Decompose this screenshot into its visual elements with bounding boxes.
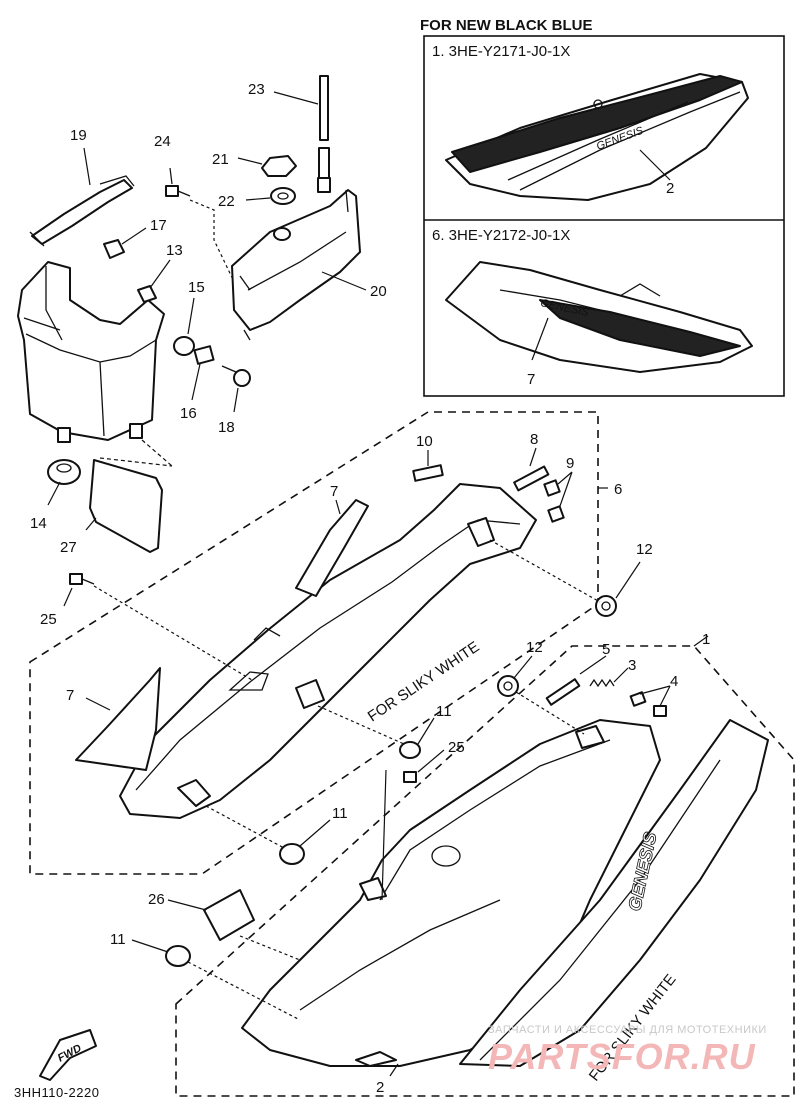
callout-26: 26 bbox=[148, 891, 165, 908]
callout-22: 22 bbox=[218, 193, 235, 210]
callout-20: 20 bbox=[370, 283, 387, 300]
callout-11-lower: 11 bbox=[332, 805, 348, 822]
inset-callout-7: 7 bbox=[527, 371, 535, 388]
bolt-25-left bbox=[69, 573, 95, 585]
grommet-12-lower bbox=[497, 675, 519, 697]
callout-5: 5 bbox=[602, 641, 610, 658]
callout-21: 21 bbox=[212, 151, 229, 168]
battery-strap bbox=[29, 175, 135, 247]
callout-11-left: 11 bbox=[110, 931, 126, 948]
callout-3: 3 bbox=[628, 657, 636, 674]
inset-variant-1: 1. 3HE-Y2171-J0-1X bbox=[432, 43, 570, 60]
callout-12-lower: 12 bbox=[526, 639, 543, 656]
callout-23: 23 bbox=[248, 81, 265, 98]
watermark-tagline: ЗАПЧАСТИ И АКСЕССУАРЫ ДЛЯ МОТОТЕХНИКИ bbox=[488, 1024, 767, 1036]
inset-panel: FOR NEW BLACK BLUE 1. 3HE-Y2171-J0-1X 6.… bbox=[420, 17, 785, 397]
decal-7-upper bbox=[75, 499, 369, 771]
breather-hose-23 bbox=[317, 75, 331, 193]
callout-10: 10 bbox=[416, 433, 433, 450]
side-cover-6 bbox=[119, 483, 537, 819]
watermark-logo: PARTSFOR.RU bbox=[488, 1036, 756, 1077]
inset-side-cover-2: GENESIS bbox=[445, 261, 753, 373]
side-cover-1 bbox=[241, 719, 661, 1067]
spring-3 bbox=[589, 678, 615, 688]
callout-16: 16 bbox=[180, 405, 197, 422]
label-26 bbox=[203, 889, 255, 941]
callout-27: 27 bbox=[60, 539, 77, 556]
battery-box-grommet-14 bbox=[47, 459, 81, 485]
damper-4 bbox=[629, 691, 667, 717]
group-1-outline bbox=[175, 645, 795, 1097]
fwd-arrow-icon: FWD bbox=[39, 1029, 97, 1081]
pin-10 bbox=[412, 464, 444, 482]
battery-box bbox=[17, 261, 165, 443]
cap-21 bbox=[261, 155, 297, 177]
callout-25-mid: 25 bbox=[448, 739, 465, 756]
callout-25-left: 25 bbox=[40, 611, 57, 628]
callout-12-upper: 12 bbox=[636, 541, 653, 558]
group-note-upper: FOR SLIKY WHITE bbox=[365, 638, 483, 725]
callout-18: 18 bbox=[218, 419, 235, 436]
callout-24: 24 bbox=[154, 133, 171, 150]
bolt-25-mid bbox=[403, 771, 417, 783]
callout-17: 17 bbox=[150, 217, 167, 234]
callout-11-mid: 11 bbox=[436, 703, 452, 720]
callout-14: 14 bbox=[30, 515, 47, 532]
grommet-11-left bbox=[165, 945, 191, 967]
callout-6: 6 bbox=[614, 481, 622, 498]
callout-4: 4 bbox=[670, 673, 678, 690]
reservoir-tank-20 bbox=[231, 189, 361, 341]
inset-variant-2: 6. 3HE-Y2172-J0-1X bbox=[432, 227, 570, 244]
callout-13: 13 bbox=[166, 242, 183, 259]
inset-frame bbox=[423, 35, 785, 397]
bracket-13 bbox=[137, 285, 157, 303]
decal-2: GENESIS bbox=[459, 719, 769, 1067]
clip-17 bbox=[103, 239, 125, 259]
callout-7-upper: 7 bbox=[330, 483, 338, 500]
rubber-sheet-27 bbox=[89, 459, 163, 553]
inset-title: FOR NEW BLACK BLUE bbox=[420, 17, 593, 34]
callout-9: 9 bbox=[566, 455, 574, 472]
callout-2: 2 bbox=[376, 1079, 384, 1096]
catalog-code: 3HH110-2220 bbox=[14, 1085, 100, 1100]
grommet-9 bbox=[543, 479, 565, 523]
grommet-12-upper bbox=[595, 595, 617, 617]
callout-1: 1 bbox=[702, 631, 710, 648]
inset-callout-2: 2 bbox=[666, 180, 674, 197]
collar-16 bbox=[193, 345, 215, 365]
washer-22 bbox=[270, 187, 296, 205]
grommet-15 bbox=[173, 336, 195, 356]
callout-8: 8 bbox=[530, 431, 538, 448]
callout-7-left: 7 bbox=[66, 687, 74, 704]
screw-5 bbox=[545, 678, 581, 706]
inset-side-cover-1: GENESIS bbox=[445, 73, 749, 201]
bolt-18 bbox=[221, 365, 251, 387]
callout-19: 19 bbox=[70, 127, 87, 144]
bolt-24 bbox=[165, 185, 191, 197]
callout-15: 15 bbox=[188, 279, 205, 296]
grommet-11-mid bbox=[279, 741, 421, 865]
pin-8 bbox=[513, 465, 550, 492]
